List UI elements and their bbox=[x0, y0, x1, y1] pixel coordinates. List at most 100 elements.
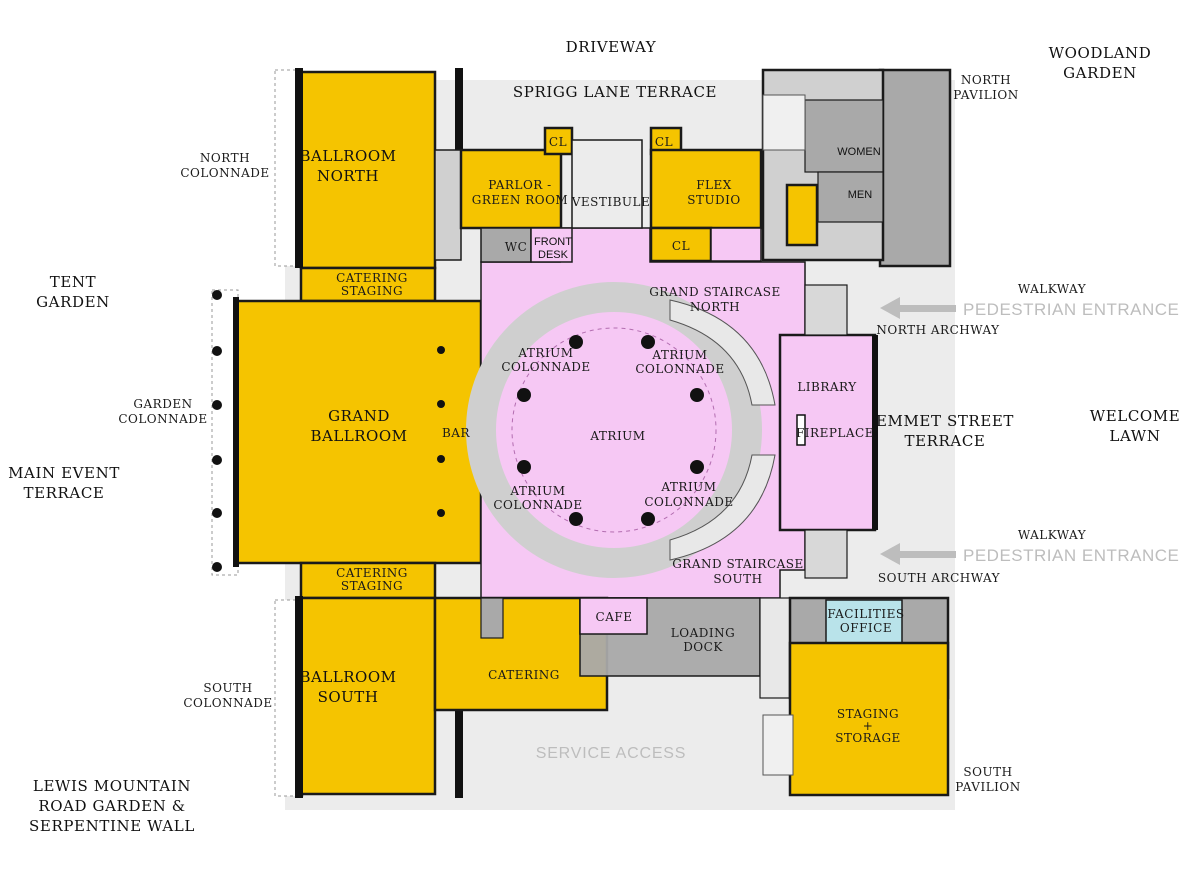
cafe-room-overlay bbox=[579, 597, 648, 635]
vestibule-label: VESTIBULE bbox=[571, 195, 651, 209]
north-central-rooms bbox=[434, 126, 763, 263]
atrium-colonnade-nw-label: ATRIUM bbox=[517, 346, 573, 360]
pedestrian-entrance-north-label: PEDESTRIAN ENTRANCE bbox=[963, 300, 1179, 319]
garden-colonnade-label: GARDEN bbox=[133, 397, 192, 411]
catering-corner-gray bbox=[480, 597, 504, 639]
atrium-area bbox=[466, 227, 806, 599]
north-colonnade-label-2: COLONNADE bbox=[180, 166, 269, 180]
facilities-office-label: FACILITIES bbox=[827, 607, 904, 621]
southeast-wing bbox=[762, 596, 950, 797]
sprigg-lane-terrace-label: SPRIGG LANE TERRACE bbox=[513, 83, 717, 101]
flex-studio-room[interactable] bbox=[649, 148, 763, 230]
ne-yellow-room[interactable] bbox=[785, 183, 819, 247]
cafe-label: CAFE bbox=[596, 610, 633, 624]
atrium-inner-circle bbox=[511, 327, 717, 533]
ballroom-south-label: BALLROOM bbox=[299, 668, 396, 686]
flex-studio-label-2: STUDIO bbox=[687, 193, 741, 207]
south-colonnade-label-2: COLONNADE bbox=[183, 696, 272, 710]
grand-staircase-south-label-2: SOUTH bbox=[713, 572, 762, 586]
women-label: WOMEN bbox=[837, 146, 880, 158]
cl-right-top-label: CL bbox=[655, 135, 673, 149]
library-label: LIBRARY bbox=[797, 380, 857, 394]
fireplace-label: FIREPLACE bbox=[796, 426, 874, 440]
catering-staging-south-label-2: STAGING bbox=[341, 579, 403, 593]
front-desk-room[interactable] bbox=[530, 227, 573, 263]
women-room[interactable] bbox=[804, 99, 884, 173]
atrium-colonnade-sw-label-2: COLONNADE bbox=[493, 498, 582, 512]
front-desk-label-2: DESK bbox=[538, 249, 569, 261]
grand-staircase-south-shape bbox=[669, 454, 776, 561]
welcome-lawn-label-2: LAWN bbox=[1109, 427, 1160, 445]
south-central-rooms bbox=[433, 596, 791, 712]
garden-colonnade-columns bbox=[212, 290, 222, 572]
loading-dock-label: LOADING bbox=[671, 626, 735, 640]
parlor-room[interactable] bbox=[459, 148, 563, 230]
atrium-label: ATRIUM bbox=[589, 429, 645, 443]
bar-label: BAR bbox=[442, 426, 470, 440]
cl-right-bottom-label: CL bbox=[672, 239, 690, 253]
flex-studio-label: FLEX bbox=[696, 178, 732, 192]
north-pavilion-label: NORTH bbox=[961, 73, 1011, 87]
welcome-lawn-label: WELCOME bbox=[1090, 407, 1181, 425]
catering-room[interactable] bbox=[433, 596, 609, 712]
staging-storage-label-2: + bbox=[863, 719, 874, 733]
east-wing bbox=[778, 284, 878, 579]
facilities-office-room[interactable] bbox=[825, 599, 903, 644]
staging-storage-label-3: STORAGE bbox=[835, 731, 901, 745]
atrium-colonnade-ne-label: ATRIUM bbox=[651, 348, 707, 362]
staging-storage-label: STAGING bbox=[837, 707, 899, 721]
south-corridor bbox=[759, 597, 791, 699]
atrium-colonnade-ring bbox=[466, 282, 762, 578]
south-archway-label: SOUTH ARCHWAY bbox=[878, 571, 1001, 585]
northeast-wing bbox=[761, 68, 952, 268]
service-access-label: SERVICE ACCESS bbox=[536, 745, 687, 762]
men-label: MEN bbox=[848, 189, 873, 201]
staging-storage-room[interactable] bbox=[788, 641, 950, 797]
wc-label: WC bbox=[505, 240, 528, 254]
atrium-colonnade-nw-label-2: COLONNADE bbox=[501, 360, 590, 374]
cl-right-bottom-room[interactable] bbox=[649, 226, 713, 263]
emmet-street-terrace-label: EMMET STREET bbox=[876, 412, 1014, 430]
fireplace-box bbox=[796, 414, 806, 446]
cl-left-label: CL bbox=[549, 135, 567, 149]
wc-room[interactable] bbox=[480, 227, 532, 263]
ballroom-north-label-2: NORTH bbox=[317, 167, 379, 185]
grand-staircase-north-shape bbox=[669, 299, 776, 406]
se-stair bbox=[762, 714, 794, 776]
catering-staging-north-room[interactable] bbox=[299, 266, 437, 303]
vestibule-room[interactable] bbox=[571, 139, 643, 229]
lewis-mountain-label-2: ROAD GARDEN & bbox=[38, 797, 185, 815]
catering-staging-south-room[interactable] bbox=[299, 561, 437, 600]
catering-staging-north-label-2: STAGING bbox=[341, 284, 403, 298]
bar-columns bbox=[437, 346, 445, 517]
main-event-terrace-label: MAIN EVENT bbox=[8, 464, 120, 482]
north-pavilion-room bbox=[878, 68, 952, 268]
ballroom-south-label-2: SOUTH bbox=[318, 688, 379, 706]
garden-colonnade-label-2: COLONNADE bbox=[118, 412, 207, 426]
parlor-label: PARLOR - bbox=[488, 178, 551, 192]
loading-dock-label-2: DOCK bbox=[683, 640, 723, 654]
grand-ballroom-room[interactable] bbox=[235, 299, 483, 565]
stair-landing-north bbox=[710, 227, 762, 262]
north-colonnade-label: NORTH bbox=[200, 151, 250, 165]
south-archway-block bbox=[804, 529, 848, 579]
front-desk-label: FRONT bbox=[534, 236, 572, 248]
atrium-colonnade-se-label: ATRIUM bbox=[660, 480, 716, 494]
tent-garden-label: TENT bbox=[50, 273, 97, 291]
woodland-garden-label: WOODLAND bbox=[1049, 44, 1152, 62]
main-event-terrace-label-2: TERRACE bbox=[23, 484, 104, 502]
pedestrian-entrance-south-label: PEDESTRIAN ENTRANCE bbox=[963, 546, 1179, 565]
ballroom-south-room[interactable] bbox=[299, 596, 437, 796]
driveway-label: DRIVEWAY bbox=[566, 38, 657, 56]
grand-staircase-south-label: GRAND STAIRCASE bbox=[672, 557, 804, 571]
facilities-office-label-2: OFFICE bbox=[840, 621, 892, 635]
grand-ballroom-label-2: BALLROOM bbox=[310, 427, 407, 445]
west-wing bbox=[211, 68, 483, 798]
lewis-mountain-label-3: SERPENTINE WALL bbox=[29, 817, 195, 835]
lewis-mountain-label: LEWIS MOUNTAIN bbox=[33, 777, 191, 795]
north-archway-label: NORTH ARCHWAY bbox=[876, 323, 1000, 337]
walkway-north-label: WALKWAY bbox=[1018, 282, 1087, 296]
south-pavilion-label-2: PAVILION bbox=[955, 780, 1021, 794]
catering-label: CATERING bbox=[488, 668, 560, 682]
